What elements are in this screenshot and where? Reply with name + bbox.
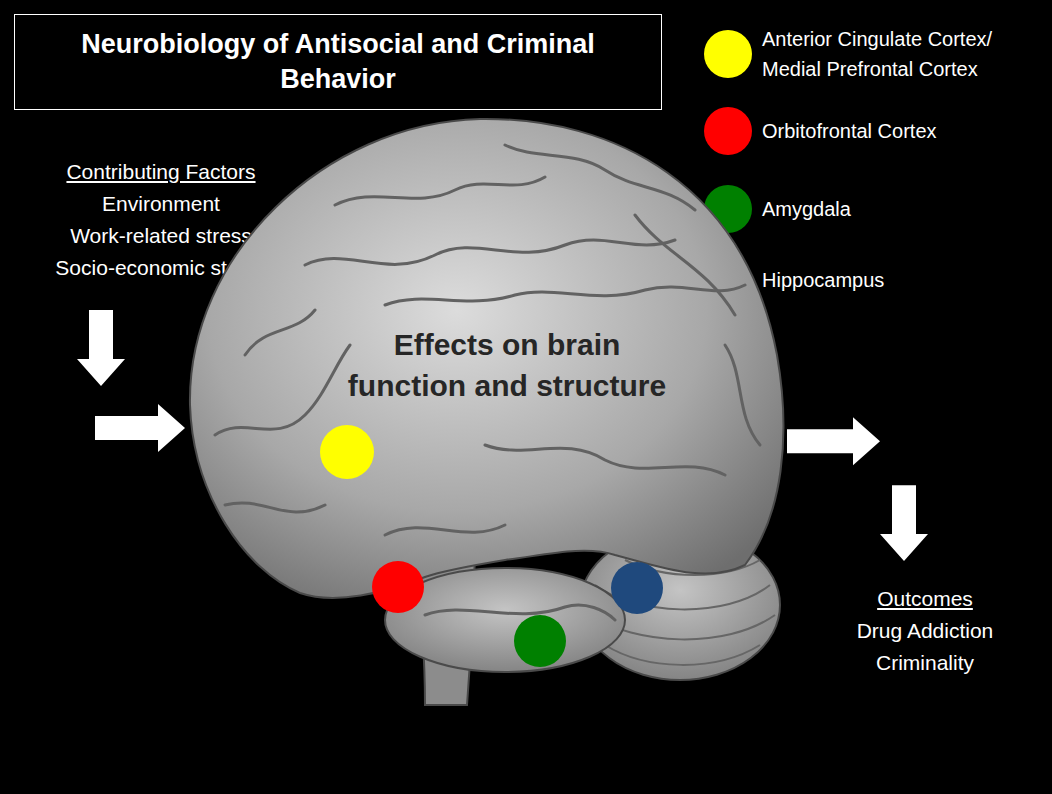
marker-dot xyxy=(320,425,374,479)
outcome-group: OutcomesDrug AddictionCriminality xyxy=(830,583,1020,679)
marker-dot xyxy=(514,615,566,667)
legend-text: Amygdala xyxy=(762,194,1046,224)
brain-gyri xyxy=(215,145,760,620)
legend-text: Hippocampus xyxy=(762,265,1046,295)
legend-row: Anterior Cingulate Cortex/ Medial Prefro… xyxy=(700,27,1050,81)
flow-arrow xyxy=(787,417,928,561)
block-arrow xyxy=(880,485,928,561)
marker-dot xyxy=(611,562,663,614)
brain-region: Effects on brain function and structure xyxy=(185,115,785,705)
list-item: Drug Addiction xyxy=(830,615,1020,647)
list-item: Criminality xyxy=(830,647,1020,679)
block-arrow xyxy=(77,310,125,386)
title-box: Neurobiology of Antisocial and Criminal … xyxy=(14,14,662,110)
block-arrow xyxy=(95,404,185,452)
group-heading: Outcomes xyxy=(830,583,1020,615)
group-heading: Contributing Factors xyxy=(30,156,292,188)
legend-swatch xyxy=(704,30,752,78)
list-item: Environment xyxy=(30,188,292,220)
region-caption: Effects on brain function and structure xyxy=(338,325,676,406)
brain-illustration xyxy=(185,115,785,705)
legend-swatch xyxy=(704,107,752,155)
legend-text: Anterior Cingulate Cortex/ Medial Prefro… xyxy=(762,24,1046,84)
legend-row: Amygdala xyxy=(700,182,1050,236)
legend-row: Orbitofrontal Cortex xyxy=(700,104,1050,158)
title-text: Neurobiology of Antisocial and Criminal … xyxy=(58,27,618,97)
block-arrow xyxy=(787,417,880,465)
flow-arrow xyxy=(77,310,185,452)
legend-text: Orbitofrontal Cortex xyxy=(762,116,1046,146)
cerebrum xyxy=(190,119,783,598)
legend: Anterior Cingulate Cortex/ Medial Prefro… xyxy=(700,0,1052,320)
marker-dot xyxy=(372,561,424,613)
region-markers xyxy=(320,425,663,667)
